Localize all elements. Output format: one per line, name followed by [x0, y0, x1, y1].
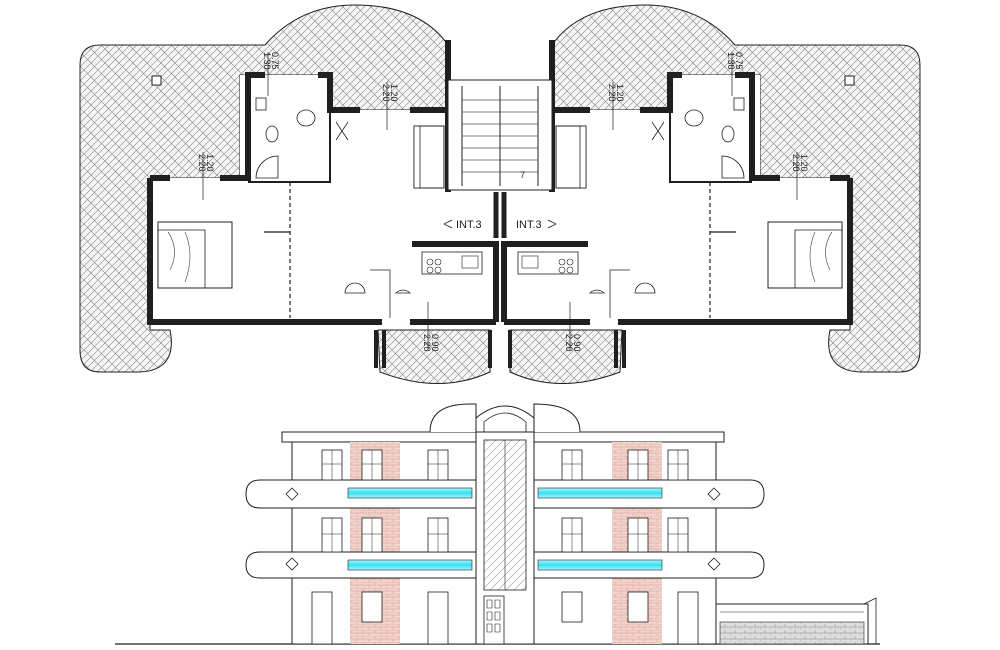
svg-text:0.90: 0.90 [430, 334, 440, 352]
svg-text:1.20: 1.20 [799, 154, 809, 172]
svg-text:INT.3: INT.3 [516, 219, 542, 231]
stair-mark: 7 [520, 170, 525, 180]
svg-text:0.90: 0.90 [572, 334, 582, 352]
dimension-labels: 0.75 1.30 1.20 2.20 1.20 2.20 0.90 2.20 … [197, 52, 809, 352]
svg-text:2.20: 2.20 [197, 154, 207, 172]
unit-label-left: INT.3 [443, 219, 482, 231]
svg-text:2.20: 2.20 [607, 84, 617, 102]
column-marker [844, 75, 855, 86]
unit-label-right: INT.3 [516, 219, 557, 231]
front-elevation [115, 403, 880, 645]
terrace-right [509, 4, 921, 384]
svg-text:1.30: 1.30 [262, 52, 272, 70]
svg-text:1.30: 1.30 [726, 52, 736, 70]
balcony-upper [245, 479, 765, 509]
svg-text:0.75: 0.75 [270, 52, 280, 70]
apartment-right [501, 40, 853, 368]
svg-text:INT.3: INT.3 [456, 219, 482, 231]
svg-text:2.20: 2.20 [791, 154, 801, 172]
svg-text:2.20: 2.20 [422, 334, 432, 352]
column-marker [151, 75, 162, 86]
balcony-lower [245, 551, 765, 579]
stairwell: 7 [447, 79, 553, 238]
svg-text:1.20: 1.20 [389, 84, 399, 102]
terrace-left [79, 4, 491, 384]
svg-text:1.20: 1.20 [615, 84, 625, 102]
svg-text:2.20: 2.20 [381, 84, 391, 102]
svg-text:1.20: 1.20 [205, 154, 215, 172]
floor-plan: 7 INT.3 INT.3 0.75 1.30 1.20 2.20 1.20 2… [79, 4, 921, 384]
svg-text:0.75: 0.75 [734, 52, 744, 70]
svg-text:2.20: 2.20 [564, 334, 574, 352]
